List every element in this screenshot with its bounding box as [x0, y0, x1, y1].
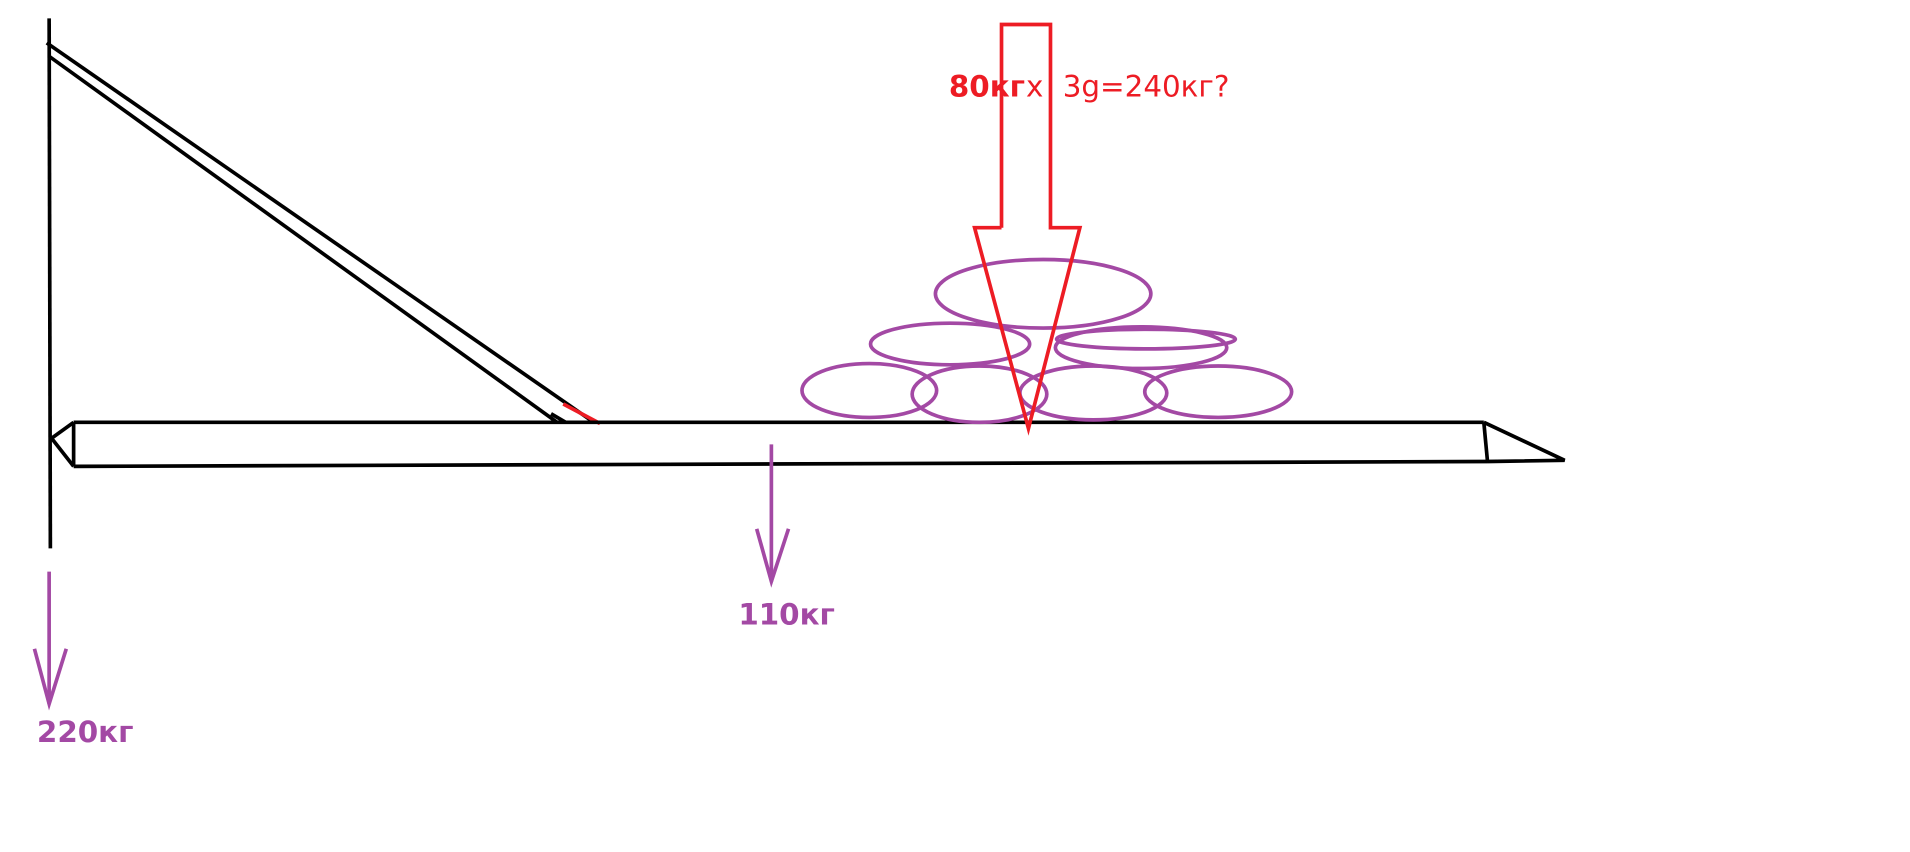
beam-weight-arrow	[754, 444, 791, 588]
load-arrow	[972, 22, 1083, 436]
beam-weight-label: 110кг	[738, 597, 835, 631]
load-mass-label: 80кг	[949, 70, 1025, 104]
brace-joint-mark	[562, 402, 601, 426]
diagonal-brace	[45, 41, 595, 424]
beam	[48, 420, 1566, 469]
weight-stack	[800, 257, 1294, 425]
load-formula-label: 3g=240кг?	[1063, 70, 1230, 104]
multiply-sign: x	[1026, 70, 1043, 104]
wall-force-label: 220кг	[37, 715, 134, 749]
wall	[47, 18, 53, 549]
wall-force-arrow	[32, 571, 69, 711]
